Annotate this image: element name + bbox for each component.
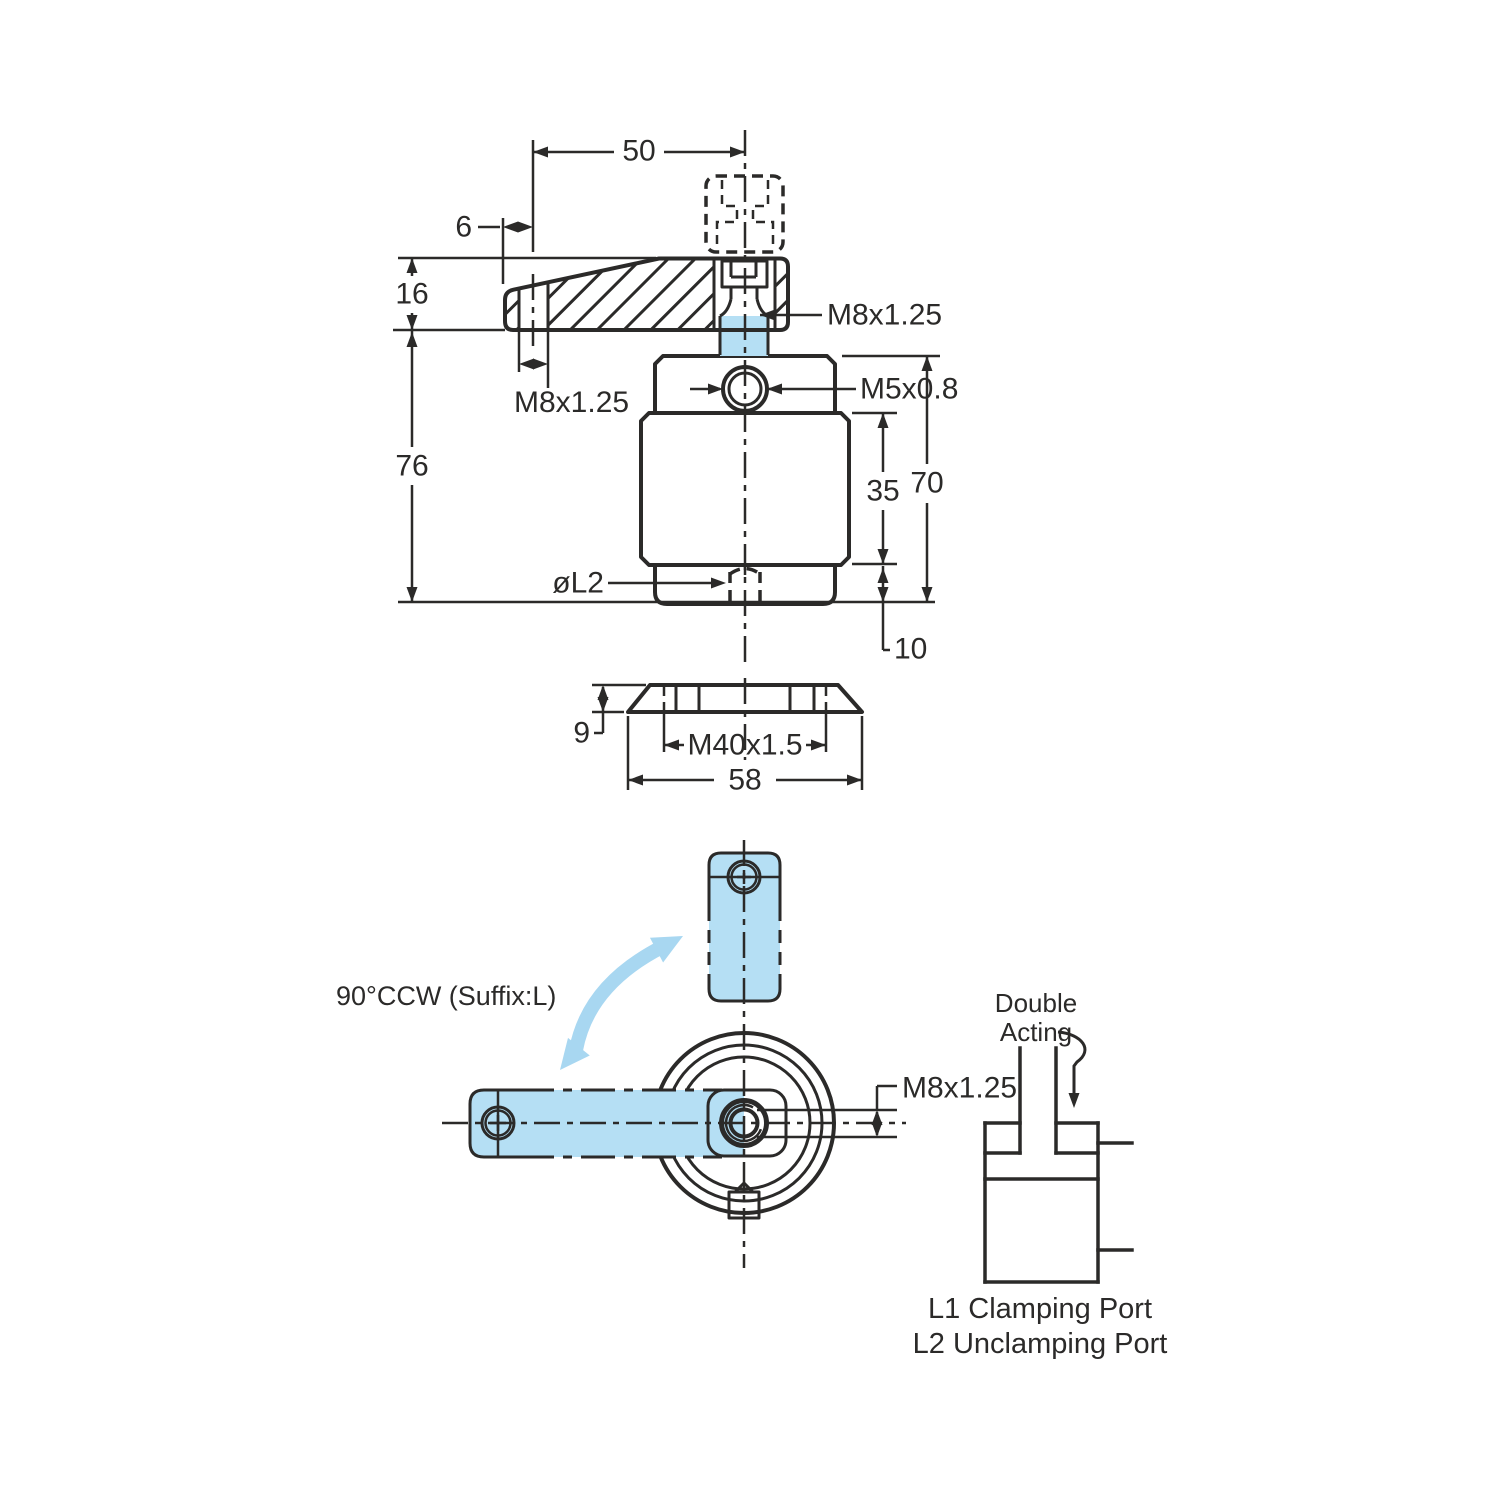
- dimension-10: 10: [877, 566, 927, 666]
- l2-port-label: L2 Unclamping Port: [913, 1328, 1168, 1360]
- dim-50-label: 50: [622, 135, 655, 168]
- double-acting-leader: [1057, 1030, 1087, 1108]
- cylinder-body-middle: [639, 411, 851, 567]
- dimension-76: 76: [395, 330, 429, 602]
- rod-thread-label: M8x1.25: [827, 299, 942, 332]
- dimension-m40: M40x1.5: [662, 714, 828, 762]
- dim-6-label: 6: [455, 211, 472, 244]
- rotation-arrow: [549, 923, 690, 1079]
- dim-10-label: 10: [894, 633, 927, 666]
- nut-thread-label: M40x1.5: [687, 729, 802, 762]
- hydraulic-schematic: Double Acting L1 Clamping Port L2 Unclam…: [913, 988, 1168, 1360]
- bottom-port-label: øL2: [552, 567, 604, 600]
- double-acting-label-2: Acting: [1000, 1017, 1072, 1047]
- dim-70-label: 70: [910, 467, 943, 500]
- arm-thread-label: M8x1.25: [514, 386, 629, 419]
- l1-port-label: L1 Clamping Port: [928, 1293, 1152, 1325]
- dim-35-label: 35: [866, 475, 899, 508]
- front-view: 50 6 16 76: [393, 130, 958, 666]
- hub-thread-label: M8x1.25: [902, 1072, 1017, 1105]
- arm-bolt-hole: [517, 274, 550, 350]
- dimension-6: 6: [455, 211, 533, 284]
- callout-hub-thread: M8x1.25: [757, 1072, 1017, 1139]
- port-thread-label: M5x0.8: [860, 373, 958, 406]
- dimension-35: 35: [852, 411, 900, 566]
- double-acting-label-1: Double: [995, 988, 1077, 1018]
- cylinder-body-bottom: [653, 563, 837, 606]
- rotation-note-label: 90°CCW (Suffix:L): [336, 981, 556, 1011]
- dimension-9: 9: [573, 683, 646, 750]
- dimension-70: 70: [842, 354, 944, 602]
- dim-76-label: 76: [395, 450, 428, 483]
- dim-58-label: 58: [728, 764, 761, 797]
- dimension-50: 50: [531, 135, 745, 252]
- nut-body: [626, 683, 864, 714]
- nut-flats: [662, 678, 828, 760]
- plan-view: 90°CCW (Suffix:L) M8x1.25: [336, 840, 1017, 1268]
- callout-port-thread: M5x0.8: [690, 373, 958, 406]
- dim-16-label: 16: [395, 278, 428, 311]
- dimension-58: 58: [626, 716, 864, 797]
- callout-arm-thread: M8x1.25: [514, 332, 629, 419]
- arm-hatching: [505, 258, 788, 330]
- arm-horizontal-phantom: [468, 1088, 744, 1159]
- callout-bottom-port: øL2: [552, 567, 726, 600]
- mounting-nut-view: 9 M40x1.5 58: [573, 678, 864, 797]
- callout-rod-thread: M8x1.25: [760, 299, 942, 332]
- dim-9-label: 9: [573, 717, 590, 750]
